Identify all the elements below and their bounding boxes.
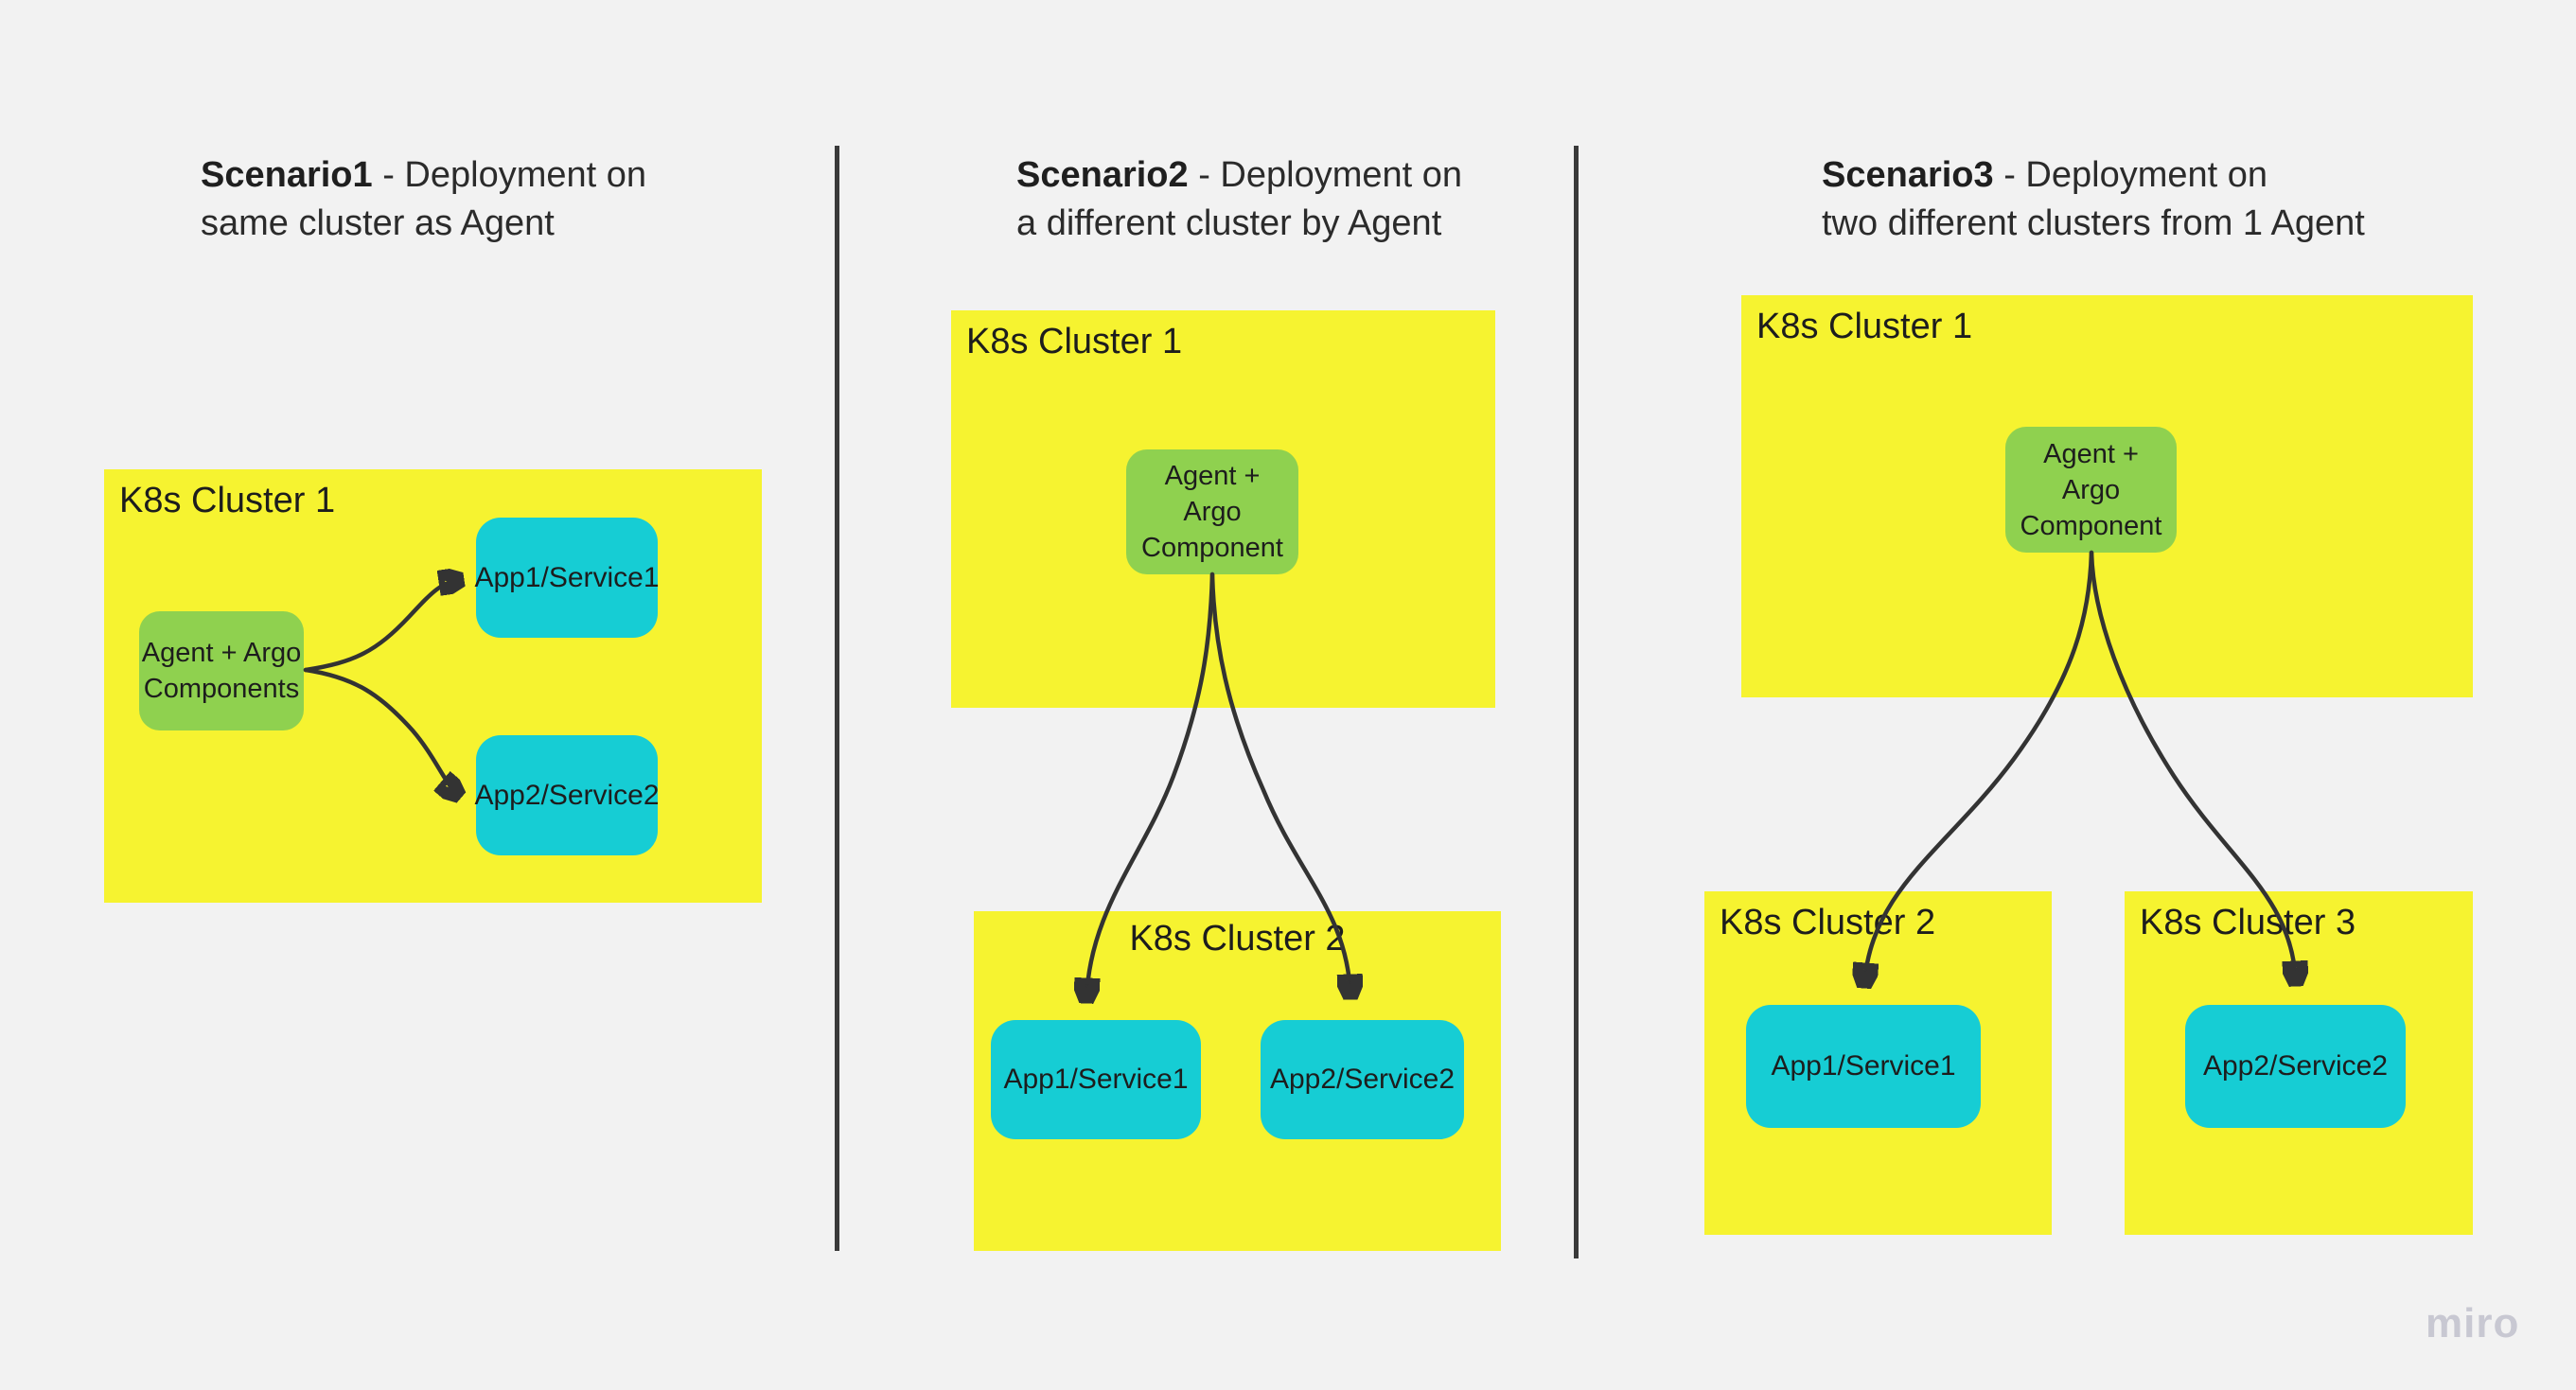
scenario1-title[interactable]: Scenario1 - Deployment on same cluster a… bbox=[201, 151, 646, 248]
s1-cluster1-label: K8s Cluster 1 bbox=[119, 481, 336, 520]
scenario1-title-rest: - Deployment on bbox=[372, 155, 647, 195]
s2-cluster1-box[interactable]: K8s Cluster 1 bbox=[951, 310, 1495, 708]
scenario2-title-rest: - Deployment on bbox=[1188, 155, 1463, 195]
s2-agent-label: Agent + Argo Component bbox=[1141, 461, 1283, 563]
s2-cluster1-label: K8s Cluster 1 bbox=[966, 322, 1183, 361]
scenario3-title-bold: Scenario3 bbox=[1822, 155, 1994, 195]
s2-arrow-agent-to-app2[interactable] bbox=[1209, 572, 1350, 995]
s2-app1-label: App1/Service1 bbox=[1003, 1064, 1189, 1095]
scenario2-title-line2: a different cluster by Agent bbox=[1016, 203, 1442, 243]
scenario3-title[interactable]: Scenario3 - Deployment on two different … bbox=[1822, 151, 2365, 248]
s2-agent-node[interactable]: Agent + Argo Component bbox=[1126, 449, 1298, 574]
s2-app2-label: App2/Service2 bbox=[1269, 1064, 1456, 1095]
s2-cluster2-label: K8s Cluster 2 bbox=[1129, 919, 1346, 959]
scenario3-title-rest: - Deployment on bbox=[1993, 155, 2268, 195]
scenario2-title-line1: Scenario2 - Deployment on bbox=[1016, 151, 1462, 200]
s3-cluster1-label: K8s Cluster 1 bbox=[1756, 307, 1973, 346]
divider-scenario1-2[interactable] bbox=[835, 146, 839, 1251]
scenario1-title-line1: Scenario1 - Deployment on bbox=[201, 151, 646, 200]
s3-app1-label: App1/Service1 bbox=[1771, 1050, 1956, 1082]
s2-arrow-agent-to-app1[interactable] bbox=[1086, 572, 1215, 999]
scenario2-title-bold: Scenario2 bbox=[1016, 155, 1189, 195]
divider-scenario2-3[interactable] bbox=[1574, 146, 1579, 1258]
s3-agent-node[interactable]: Agent + Argo Component bbox=[2005, 427, 2177, 553]
s3-arrow-agent-to-app2[interactable] bbox=[2089, 550, 2296, 982]
s3-app2-node[interactable]: App2/Service2 bbox=[2185, 1005, 2406, 1128]
scenario3-title-line1: Scenario3 - Deployment on bbox=[1822, 151, 2365, 200]
s3-app1-node[interactable]: App1/Service1 bbox=[1746, 1005, 1981, 1128]
s1-app2-node[interactable]: App2/Service2 bbox=[474, 735, 660, 855]
s1-app2-label: App2/Service2 bbox=[474, 779, 660, 811]
s1-agent-node[interactable]: Agent + Argo Components bbox=[139, 611, 304, 730]
s1-app1-node[interactable]: App1/Service1 bbox=[474, 518, 660, 638]
scenario1-title-bold: Scenario1 bbox=[201, 155, 373, 195]
scenario1-title-line2: same cluster as Agent bbox=[201, 203, 555, 243]
s3-agent-label: Agent + Argo Component bbox=[2020, 438, 2162, 541]
s3-cluster2-label: K8s Cluster 2 bbox=[1720, 903, 1936, 942]
s2-app1-node[interactable]: App1/Service1 bbox=[991, 1020, 1201, 1139]
s1-arrow-agent-to-app1[interactable] bbox=[303, 580, 460, 673]
s1-app1-label: App1/Service1 bbox=[474, 561, 660, 593]
s2-app2-node[interactable]: App2/Service2 bbox=[1261, 1020, 1464, 1139]
scenario2-title[interactable]: Scenario2 - Deployment on a different cl… bbox=[1016, 151, 1462, 248]
s3-arrow-agent-to-app1[interactable] bbox=[1864, 550, 2094, 984]
miro-watermark: miro bbox=[2426, 1300, 2520, 1346]
s3-cluster3-label: K8s Cluster 3 bbox=[2140, 903, 2356, 942]
scenario3-title-line2: two different clusters from 1 Agent bbox=[1822, 203, 2365, 243]
s1-arrow-agent-to-app2[interactable] bbox=[303, 667, 458, 795]
s3-app2-label: App2/Service2 bbox=[2202, 1050, 2389, 1082]
s1-agent-label: Agent + Argo Components bbox=[141, 638, 302, 704]
